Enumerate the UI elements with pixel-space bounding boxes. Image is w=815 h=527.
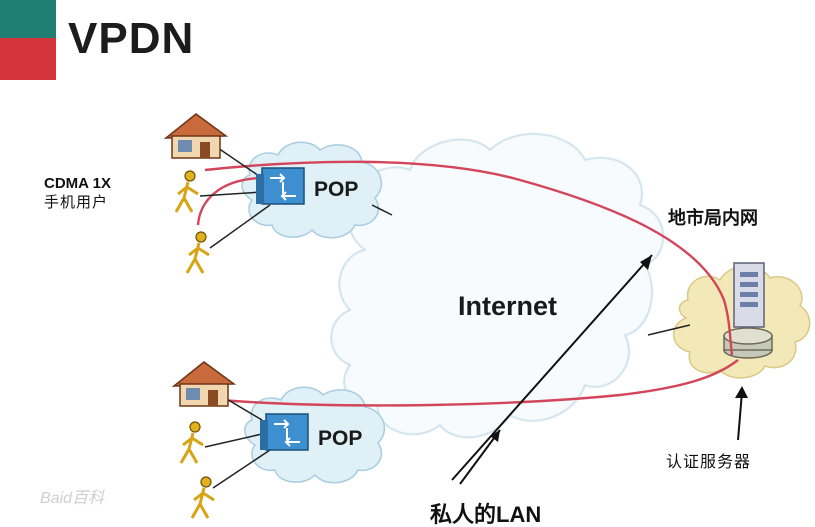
person-4-icon [190, 476, 215, 519]
title-bar-teal [0, 0, 56, 38]
link-house2-pop [224, 397, 263, 421]
arrow-head-3 [735, 386, 748, 398]
link-house1-pop [217, 147, 263, 179]
link-person1-pop [199, 191, 263, 197]
arrow-head-1 [640, 255, 652, 270]
house-bottom-icon [171, 361, 237, 407]
router-bottom-icon [260, 413, 309, 451]
corporate-network-label: 地市局内网 [668, 208, 758, 228]
link-person4-pop [212, 449, 271, 489]
tunnel-top-line [204, 160, 734, 356]
cdma-line-2: 手机用户 [44, 194, 109, 211]
watermark-text: Baid百科 [40, 490, 105, 507]
arrow-private-lan-2 [459, 429, 501, 485]
link-person3-pop [204, 433, 263, 448]
arrow-head-2 [490, 430, 500, 442]
internet-label: Internet [458, 291, 558, 321]
person-3-icon [179, 421, 204, 464]
auth-server-label: 认证服务器 [666, 454, 752, 471]
internet-cloud-icon [330, 133, 664, 439]
link-pop1-internet [371, 204, 393, 216]
link-person2-pop [209, 204, 271, 249]
cdma-users-label: CDMA 1X 手机用户 [44, 174, 111, 212]
pop-top-label: POP [314, 178, 359, 201]
private-lan-label: 私人的LAN [430, 502, 542, 527]
pop-cloud-bottom-icon [244, 386, 386, 484]
arrow-server [737, 391, 743, 441]
tunnel-top-lower-line [196, 176, 261, 226]
person-1-icon [174, 170, 199, 213]
tunnel-bottom-line [219, 359, 739, 407]
router-top-icon [256, 167, 305, 205]
link-internet-corp [647, 324, 691, 336]
house-top-icon [163, 113, 229, 159]
server-icon [723, 262, 773, 359]
diagram-title: VPDN [68, 14, 195, 63]
title-bar-red [0, 38, 56, 80]
pop-bottom-label: POP [318, 427, 363, 450]
person-2-icon [185, 231, 210, 274]
arrow-private-lan-1 [451, 254, 653, 481]
cdma-line-1: CDMA 1X [44, 175, 111, 192]
